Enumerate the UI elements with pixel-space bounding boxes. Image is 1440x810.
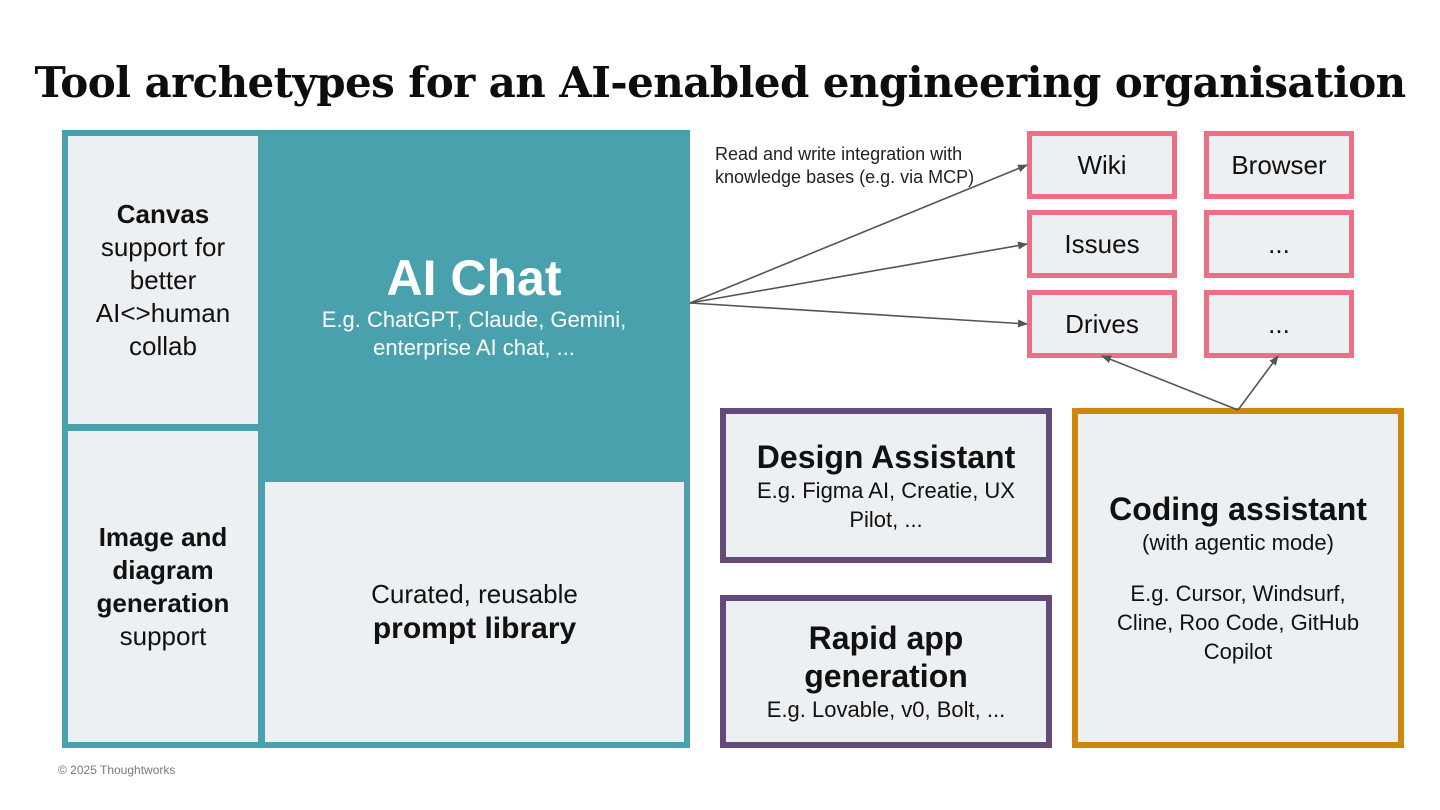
kb-drives: Drives [1027, 290, 1177, 358]
integration-note: Read and write integration with knowledg… [715, 144, 975, 187]
arrow-coding-to-drives [1101, 355, 1239, 411]
design-assistant-box: Design Assistant E.g. Figma AI, Creatie,… [720, 408, 1052, 563]
prompt-library-line2: prompt library [372, 612, 577, 645]
design-assistant-examples: E.g. Figma AI, Creatie, UX Pilot, ... [757, 477, 1015, 532]
coding-assistant-title: Coding assistant [1109, 491, 1367, 527]
design-assistant-title: Design Assistant [756, 438, 1016, 475]
footer-copyright: © 2025 Thoughtworks [58, 763, 176, 777]
prompt-library-panel: Curated, reusable prompt library [265, 482, 684, 742]
canvas-panel-text: support for better AI<>human collab [95, 231, 231, 361]
kb-more-2: ... [1204, 290, 1354, 358]
rapid-app-title: Rapid app generation [804, 620, 968, 694]
ai-chat-title: AI Chat [386, 250, 562, 306]
rapid-app-examples: E.g. Lovable, v0, Bolt, ... [766, 697, 1006, 722]
arrow-chat-to-drives [689, 302, 1028, 328]
canvas-panel: Canvas support for better AI<>human coll… [68, 136, 258, 424]
ai-chat-subtitle: E.g. ChatGPT, Claude, Gemini, enterprise… [321, 307, 627, 360]
arrow-coding-to-more [1237, 355, 1279, 411]
arrow-chat-to-issues [689, 241, 1028, 304]
kb-more-1: ... [1204, 210, 1354, 278]
rapid-app-box: Rapid app generation E.g. Lovable, v0, B… [720, 595, 1052, 748]
kb-browser: Browser [1204, 131, 1354, 199]
kb-wiki: Wiki [1027, 131, 1177, 199]
page-title: Tool archetypes for an AI-enabled engine… [34, 58, 1406, 107]
coding-assistant-examples: E.g. Cursor, Windsurf, Cline, Roo Code, … [1116, 581, 1360, 664]
image-panel-text: support [119, 620, 207, 651]
coding-assistant-box: Coding assistant (with agentic mode) E.g… [1072, 408, 1404, 748]
kb-issues: Issues [1027, 210, 1177, 278]
image-generation-panel: Image and diagram generation support [68, 431, 258, 742]
image-panel-bold: Image and diagram generation [96, 521, 230, 618]
coding-assistant-mode: (with agentic mode) [1142, 530, 1334, 555]
canvas-panel-bold: Canvas [116, 198, 210, 229]
prompt-library-line1: Curated, reusable [371, 579, 578, 609]
ai-chat-panel: AI Chat E.g. ChatGPT, Claude, Gemini, en… [262, 136, 686, 476]
